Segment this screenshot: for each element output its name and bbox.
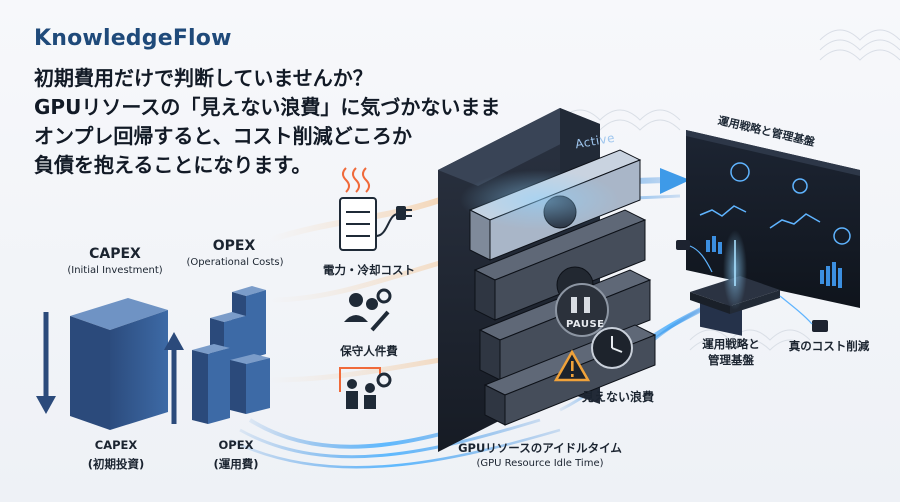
capex-down-arrow	[36, 312, 56, 414]
capex-title: CAPEX	[89, 246, 141, 262]
headline-line: GPUリソースの「見えない浪費」に気づかないまま	[34, 95, 501, 119]
maintenance-label: 保守人件費	[340, 344, 398, 358]
headline-line: 負債を抱えることになります。	[34, 153, 312, 177]
clock-icon	[591, 327, 633, 369]
opex-bottom-title: OPEX	[218, 438, 254, 452]
headline-line: オンプレ回帰すると、コスト削減どころか	[34, 124, 412, 148]
pause-label: PAUSE	[566, 319, 605, 330]
opex-block-stack	[192, 286, 270, 424]
idle-time-subtitle: (GPU Resource Idle Time)	[476, 458, 604, 469]
capex-cube	[70, 298, 168, 430]
dashboard-monitor	[676, 130, 860, 336]
true-cost-reduction-label: 真のコスト削減	[788, 339, 870, 353]
power-cooling-icon	[339, 167, 412, 251]
headline-line: 初期費用だけで判断していませんか？	[34, 66, 373, 90]
opex-title: OPEX	[212, 238, 256, 254]
strategy-label: 運用戦略と 管理基盤	[702, 337, 760, 367]
idle-time-label: GPUリソースのアイドルタイム	[458, 441, 622, 455]
capex-bottom-subtitle: (初期投資)	[87, 457, 145, 471]
flow-arrow-head	[660, 168, 690, 194]
capex-subtitle: (Initial Investment)	[67, 265, 163, 276]
gpu-server-rack	[438, 108, 657, 452]
opex-up-arrow	[164, 332, 184, 424]
opex-bottom-subtitle: (運用費)	[213, 457, 259, 471]
headline: 初期費用だけで判断していませんか？ GPUリソースの「見えない浪費」に気づかない…	[34, 64, 554, 180]
workforce-icon	[339, 367, 392, 409]
warning-icon	[553, 349, 591, 382]
capex-bottom-title: CAPEX	[94, 438, 138, 452]
hidden-waste-label: 見えない浪費	[581, 390, 654, 404]
power-cooling-label: 電力・冷却コスト	[323, 263, 415, 277]
opex-subtitle: (Operational Costs)	[186, 257, 284, 268]
maintenance-staff-icon	[344, 288, 392, 332]
pause-icon	[555, 283, 609, 337]
brand-logo: KnowledgeFlow	[34, 26, 232, 51]
